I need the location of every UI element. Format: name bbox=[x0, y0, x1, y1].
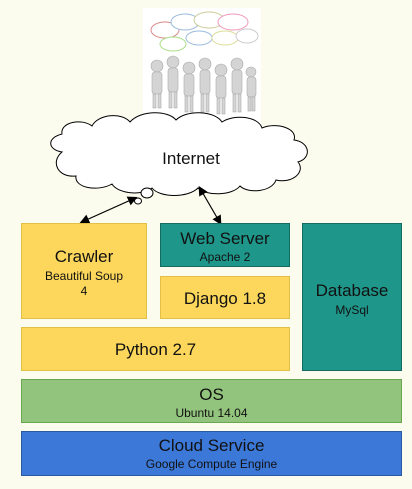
cloud-bubble bbox=[140, 187, 154, 199]
python-title: Python 2.7 bbox=[114, 340, 197, 359]
python-box: Python 2.7 bbox=[21, 327, 290, 371]
cloud-service-title: Cloud Service bbox=[158, 436, 265, 455]
crawler-internet-arrow bbox=[79, 196, 138, 224]
web-server-subtitle: Apache 2 bbox=[199, 250, 251, 264]
os-title: OS bbox=[199, 385, 224, 404]
database-title: Database bbox=[315, 281, 389, 300]
database-subtitle: MySql bbox=[335, 303, 369, 317]
web-server-title: Web Server bbox=[180, 229, 270, 248]
crawler-box: Crawler Beautiful Soup 4 bbox=[21, 223, 147, 319]
database-box: Database MySql bbox=[302, 223, 402, 371]
web-server-box: Web Server Apache 2 bbox=[160, 223, 290, 267]
os-box: OS Ubuntu 14.04 bbox=[21, 379, 402, 423]
django-title: Django 1.8 bbox=[183, 289, 267, 308]
os-subtitle: Ubuntu 14.04 bbox=[175, 406, 248, 420]
crawler-title: Crawler bbox=[54, 247, 114, 266]
internet-label: Internet bbox=[162, 149, 220, 168]
internet-cloud-shape bbox=[50, 112, 308, 196]
webserver-internet-arrow bbox=[198, 185, 222, 226]
cloud-service-box: Cloud Service Google Compute Engine bbox=[21, 431, 402, 476]
cloud-bubble bbox=[134, 197, 142, 205]
people-talking-icon bbox=[143, 8, 261, 126]
django-box: Django 1.8 bbox=[160, 276, 290, 319]
crawler-subtitle: Beautiful Soup 4 bbox=[44, 269, 124, 298]
cloud-service-subtitle: Google Compute Engine bbox=[145, 457, 278, 471]
